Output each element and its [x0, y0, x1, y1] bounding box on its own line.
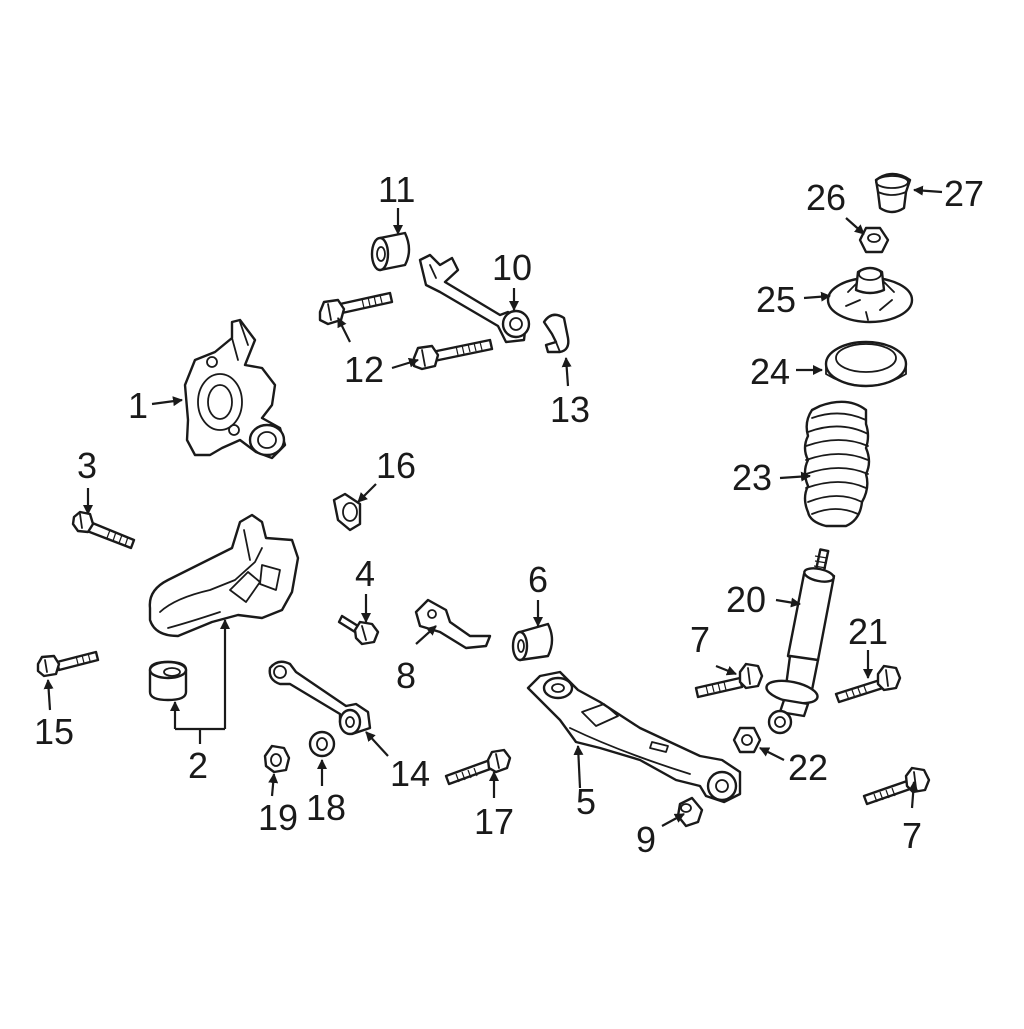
- part-18-washer: [308, 730, 336, 758]
- callout-26: 26: [806, 177, 846, 218]
- callout-2: 2: [188, 745, 208, 786]
- callout-6: 6: [528, 559, 548, 600]
- part-10-control-arm: [418, 253, 531, 344]
- part-21-bolt: [834, 664, 902, 704]
- callout-11: 11: [378, 169, 415, 210]
- callout-labels: 1 2 3 4 5 6 7 7 8 9 10 11 12 13 14 15 16…: [34, 169, 984, 860]
- part-13-clip: [542, 313, 570, 354]
- part-5-lower-control-arm: [526, 670, 742, 804]
- callout-9: 9: [636, 819, 656, 860]
- callout-1: 1: [128, 385, 148, 426]
- part-22-nut: [732, 726, 762, 754]
- callout-8: 8: [396, 655, 416, 696]
- callout-20: 20: [726, 579, 766, 620]
- part-8-bracket: [414, 598, 492, 650]
- part-14-toe-link: [268, 660, 372, 736]
- part-26-nut: [858, 226, 890, 254]
- part-23-dust-boot: [803, 400, 871, 528]
- callout-23: 23: [732, 457, 772, 498]
- part-15-bolt: [36, 650, 100, 678]
- callout-4: 4: [355, 553, 375, 594]
- callout-24: 24: [750, 351, 790, 392]
- part-12-bolt-upper: [318, 291, 394, 326]
- callout-12: 12: [344, 349, 384, 390]
- callout-5: 5: [576, 781, 596, 822]
- callout-17: 17: [474, 801, 514, 842]
- part-11-bushing: [370, 231, 411, 272]
- callout-15: 15: [34, 711, 74, 752]
- part-16-flange-nut: [332, 492, 362, 532]
- part-3-bolt: [71, 510, 136, 550]
- callout-22: 22: [788, 747, 828, 788]
- callout-25: 25: [756, 279, 796, 320]
- callout-3: 3: [77, 445, 97, 486]
- callout-13: 13: [550, 389, 590, 430]
- callout-18: 18: [306, 787, 346, 828]
- part-12-bolt-lower: [412, 338, 494, 371]
- callout-19: 19: [258, 797, 298, 838]
- part-7-bolt-lower: [862, 766, 931, 806]
- part-17-bolt: [444, 748, 512, 786]
- part-19-nut: [263, 744, 291, 774]
- part-2-bushing: [148, 660, 188, 702]
- part-20-shock-absorber: [765, 548, 836, 735]
- callout-16: 16: [376, 445, 416, 486]
- part-7-bolt-upper: [694, 662, 764, 699]
- callout-10: 10: [492, 247, 532, 288]
- part-4-bolt: [337, 614, 380, 646]
- leader-lines: [43, 185, 943, 827]
- callout-21: 21: [848, 611, 888, 652]
- callout-14: 14: [390, 753, 430, 794]
- part-9-bushing: [676, 796, 704, 828]
- part-1-knuckle: [183, 318, 287, 460]
- part-6-bushing: [511, 622, 554, 662]
- callout-7-upper: 7: [690, 619, 710, 660]
- part-25-upper-mount: [826, 266, 914, 324]
- part-2-trailing-arm: [148, 513, 300, 638]
- part-24-spring-seat: [824, 340, 908, 388]
- callout-7-lower: 7: [902, 815, 922, 856]
- callout-27: 27: [944, 173, 984, 214]
- part-27-cap: [874, 172, 912, 214]
